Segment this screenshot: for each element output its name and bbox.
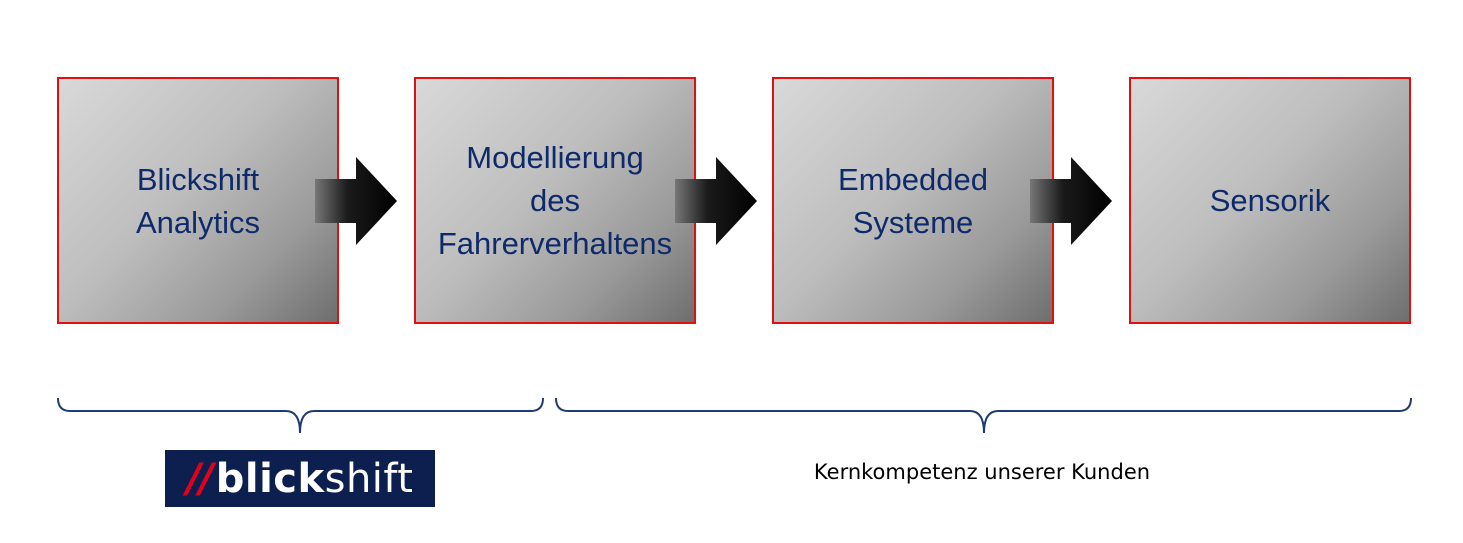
- brace-right-icon: [555, 397, 1412, 434]
- logo-word-bold: blick: [215, 455, 325, 502]
- logo-word-light: shift: [324, 455, 414, 502]
- step-label: Sensorik: [1209, 183, 1331, 218]
- arrow-right-icon: [1030, 157, 1112, 245]
- step-label: Blickshift Analytics: [135, 161, 261, 240]
- brace-left-icon: [57, 397, 544, 434]
- step-box-modellierung: Modellierung des Fahrerverhaltens: [414, 77, 696, 324]
- logo-slashes: //: [186, 455, 214, 502]
- arrow-right-icon: [675, 157, 757, 245]
- arrow-right-icon: [315, 157, 397, 245]
- step-label: Modellierung des Fahrerverhaltens: [437, 140, 673, 261]
- group-caption: Kernkompetenz unserer Kunden: [813, 460, 1151, 484]
- step-box-blickshift-analytics: Blickshift Analytics: [57, 77, 339, 324]
- step-box-sensorik: Sensorik: [1129, 77, 1411, 324]
- step-label: Embedded Systeme: [838, 161, 988, 240]
